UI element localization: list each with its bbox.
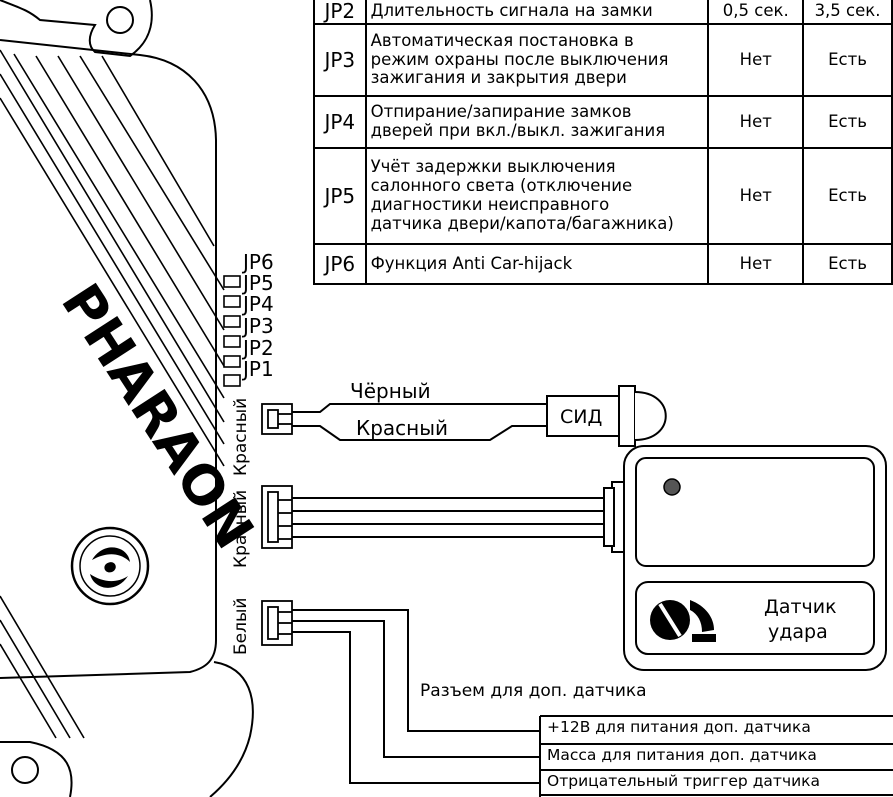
led-indicator xyxy=(546,385,667,447)
jumper-on-value-cell: Есть xyxy=(802,95,893,149)
description-line: Длительность сигнала на замки xyxy=(370,0,653,20)
jumper-off-value-cell: Нет xyxy=(707,243,805,285)
description-line: датчика двери/капота/багажника) xyxy=(370,213,674,233)
aux-connector xyxy=(261,600,293,646)
housing-ribs xyxy=(0,49,225,739)
description-line: салонного света (отключение xyxy=(370,176,633,196)
description-line: диагностики неисправного xyxy=(370,195,610,214)
jumper-code-cell: JP4 xyxy=(313,95,367,149)
shock-sensor-label-line2: удара xyxy=(768,621,828,643)
led-connector-color-label: Красный xyxy=(231,398,251,476)
jumper-off-value-cell: Нет xyxy=(707,95,805,149)
jumper-label-jp3: JP3 xyxy=(241,314,274,338)
jumper-on-value-cell: 3,5 сек. xyxy=(802,0,893,25)
shock-sensor-led-icon xyxy=(663,478,681,496)
jumper-code-cell: JP2 xyxy=(313,0,367,25)
led-label: СИД xyxy=(560,406,602,428)
jumper-code-cell: JP3 xyxy=(313,23,367,97)
jumper-on-value-cell: Есть xyxy=(802,243,893,285)
aux-pin-12v-label: +12В для питания доп. датчика xyxy=(547,718,811,736)
jumper-code-cell: JP5 xyxy=(313,147,367,245)
description-line: Учёт задержки выключения xyxy=(370,157,616,177)
jumper-pins xyxy=(223,275,241,387)
description-line: зажигания и закрытия двери xyxy=(370,68,627,88)
control-unit xyxy=(0,0,254,797)
description-line: режим охраны после выключения xyxy=(370,49,669,69)
jumper-label-jp5: JP5 xyxy=(241,271,274,295)
description-line: Автоматическая постановка в xyxy=(370,30,634,50)
shock-connector xyxy=(261,485,293,549)
led-wire-red-label: Красный xyxy=(356,416,448,440)
aux-wires xyxy=(292,609,893,797)
jumper-on-value-cell: Есть xyxy=(802,147,893,245)
jumper-labels: JP6 JP5 JP4 JP3 JP2 JP1 xyxy=(241,250,274,381)
aux-pin-ground-label: Масса для питания доп. датчика xyxy=(547,746,817,764)
aux-pin-trigger-label: Отрицательный триггер датчика xyxy=(547,772,821,790)
shock-wires xyxy=(292,497,612,538)
jumper-code-cell: JP6 xyxy=(313,243,367,285)
description-line: Функция Anti Car-hijack xyxy=(370,253,573,273)
jumper-label-jp1: JP1 xyxy=(241,357,274,381)
jumper-description-cell: Функция Anti Car-hijack xyxy=(364,243,710,285)
jumper-description-cell: Длительность сигнала на замки xyxy=(364,0,710,25)
jumper-on-value-cell: Есть xyxy=(802,23,893,97)
aux-connector-label: Разъем для доп. датчика xyxy=(420,681,647,701)
shock-sensor-label-line1: Датчик xyxy=(764,596,837,618)
jumper-off-value-cell: 0,5 сек. xyxy=(707,0,805,25)
jumper-off-value-cell: Нет xyxy=(707,23,805,97)
jumper-label-jp4: JP4 xyxy=(241,292,274,316)
shock-sensor xyxy=(603,445,887,671)
sensitivity-knob-icon xyxy=(650,600,716,642)
shock-connector-color-label: Красный xyxy=(231,490,251,568)
aux-connector-color-label: Белый xyxy=(231,598,251,655)
description-line: дверей при вкл./выкл. зажигания xyxy=(370,121,666,140)
jumper-label-jp6: JP6 xyxy=(241,250,274,274)
led-wire-black-label: Чёрный xyxy=(350,379,431,403)
led-wires xyxy=(292,403,547,441)
jumper-off-value-cell: Нет xyxy=(707,147,805,245)
description-line: Отпирание/запирание замков xyxy=(370,102,632,122)
jumper-label-jp2: JP2 xyxy=(241,336,274,360)
led-connector xyxy=(261,403,293,435)
brand-emblem-icon xyxy=(70,526,150,606)
